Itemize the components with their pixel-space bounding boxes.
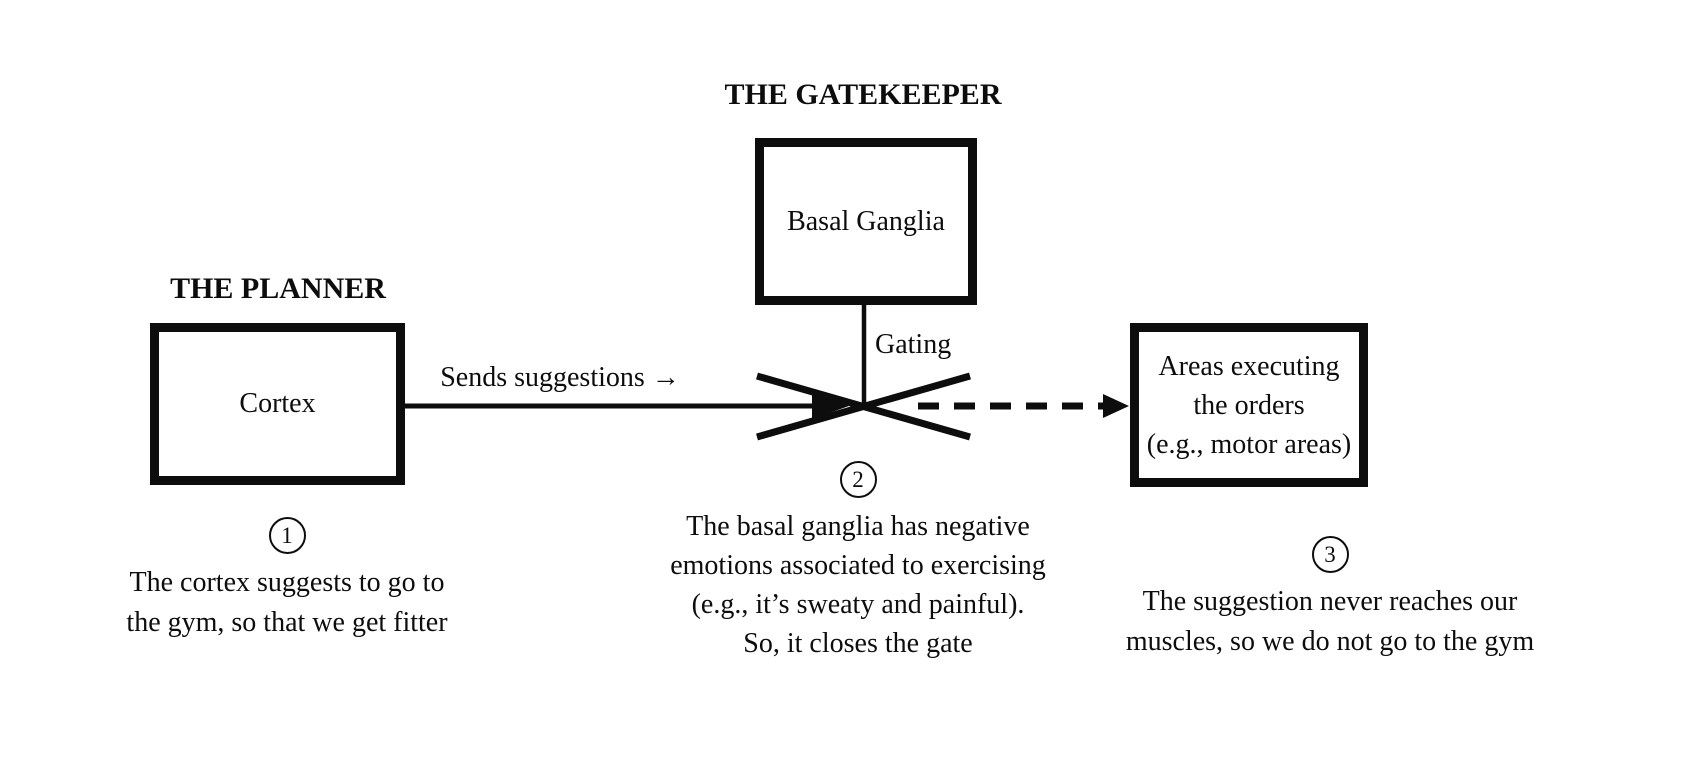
- step-3-number: 3: [1324, 542, 1336, 567]
- caption-1-line-1: The cortex suggests to go to: [129, 567, 445, 598]
- caption-2-line-2: emotions associated to exercising: [670, 550, 1046, 581]
- executor-box-line-1: Areas executing: [1158, 350, 1340, 382]
- step-2-badge: 2: [839, 461, 877, 498]
- caption-1-line-2: the gym, so that we get fitter: [126, 607, 448, 638]
- gating-label: Gating: [875, 329, 952, 360]
- gate-x-stroke-2: [756, 372, 971, 441]
- caption-step-3: 3 The suggestion never reaches our muscl…: [1090, 536, 1570, 662]
- sends-suggestions-label: Sends suggestions →: [440, 362, 680, 393]
- step-3-badge: 3: [1311, 536, 1349, 573]
- cortex-box-label: Cortex: [239, 388, 316, 419]
- blocked-arrowhead-icon: [1103, 394, 1129, 418]
- cortex-box: Cortex: [150, 323, 405, 485]
- suggestion-arrowhead-icon: [812, 393, 849, 419]
- planner-heading: THE PLANNER: [170, 272, 386, 305]
- step-2-number: 2: [852, 467, 864, 492]
- basal-ganglia-box: Basal Ganglia: [755, 138, 977, 305]
- step-1-badge: 1: [268, 517, 306, 554]
- caption-3-line-2: muscles, so we do not go to the gym: [1125, 626, 1535, 657]
- caption-2-line-1: The basal ganglia has negative: [686, 511, 1030, 542]
- caption-2-line-3: (e.g., it’s sweaty and painful).: [691, 589, 1025, 620]
- caption-step-1: 1 The cortex suggests to go to the gym, …: [57, 517, 517, 643]
- executor-box-line-3: (e.g., motor areas): [1146, 428, 1352, 460]
- basal-ganglia-box-label: Basal Ganglia: [787, 205, 945, 237]
- step-1-number: 1: [281, 523, 293, 548]
- caption-2-line-4: So, it closes the gate: [743, 628, 973, 659]
- caption-3-line-1: The suggestion never reaches our: [1142, 586, 1518, 617]
- executor-box-line-2: the orders: [1193, 389, 1305, 421]
- gatekeeper-heading: THE GATEKEEPER: [724, 78, 1002, 111]
- caption-step-2: 2 The basal ganglia has negative emotion…: [628, 461, 1088, 663]
- executor-box: Areas executing the orders (e.g., motor …: [1130, 323, 1368, 487]
